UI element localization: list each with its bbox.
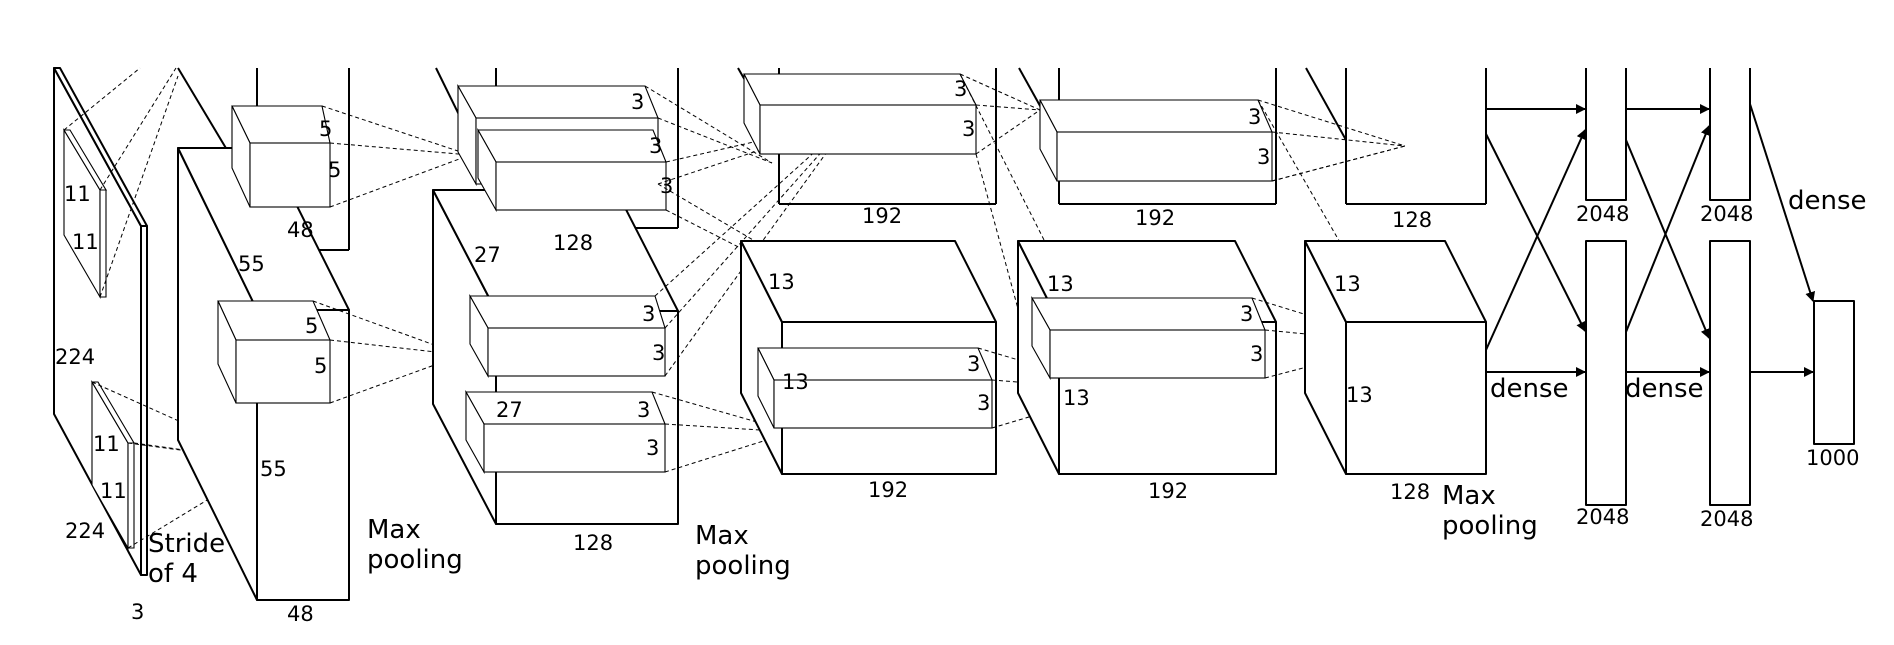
dense-label-1: dense [1490, 374, 1569, 404]
conv1-kernel-top [231, 105, 331, 208]
fc6-bottom [1585, 240, 1627, 506]
conv3-kernel-bottom-h: 3 [967, 352, 980, 376]
fc7-bottom [1709, 240, 1751, 506]
conv1-bottom-depth: 48 [287, 602, 314, 626]
conv5-bottom-depth: 128 [1390, 480, 1430, 504]
conv1-kernel-bottom [217, 300, 331, 404]
input-height-label: 224 [55, 345, 95, 369]
conv2-kernel-4-h: 3 [637, 398, 650, 422]
conv2-bottom-depth: 128 [573, 531, 613, 555]
conv2-kernel-3-w: 3 [652, 341, 665, 365]
conv4-size-w: 13 [1063, 386, 1090, 410]
conv5-size-h: 13 [1334, 272, 1361, 296]
conv4-kernel-top-w: 3 [1257, 145, 1270, 169]
output-units: 1000 [1806, 446, 1859, 470]
input-kernel-top-w: 11 [72, 230, 99, 254]
conv2-kernel-2-w: 3 [660, 174, 673, 198]
fc6-bottom-units: 2048 [1576, 505, 1629, 529]
conv2-kernel-2 [477, 127, 667, 213]
conv4-size-h: 13 [1047, 272, 1074, 296]
input-kernel-bottom-w: 11 [100, 479, 127, 503]
fc6-top [1585, 68, 1627, 201]
conv2-kernel-1-w: 3 [649, 134, 662, 158]
conv1-projection-lines [312, 105, 471, 404]
conv5-top-depth: 128 [1392, 208, 1432, 232]
fc7-bottom-units: 2048 [1700, 507, 1753, 531]
conv2-kernel-3 [469, 293, 666, 379]
conv3-kernel-top [743, 73, 977, 155]
conv2-kernel-4 [465, 389, 666, 475]
input-kernel-top-h: 11 [64, 182, 91, 206]
input-image [53, 67, 148, 576]
conv4-kernel-bottom [1031, 295, 1266, 381]
fc6-top-units: 2048 [1576, 202, 1629, 226]
pooling-label-1: Max pooling [367, 515, 463, 575]
conv3-size-w: 13 [782, 370, 809, 394]
conv3-size-h: 13 [768, 270, 795, 294]
conv1-kernel-bottom-w: 5 [314, 354, 327, 378]
conv2-top-depth: 128 [553, 231, 593, 255]
conv5-block-bottom [1304, 240, 1487, 475]
conv5-block-top [1305, 67, 1487, 205]
input-width-label: 224 [65, 519, 105, 543]
conv5-size-w: 13 [1346, 383, 1373, 407]
conv4-kernel-bottom-w: 3 [1250, 342, 1263, 366]
conv3-kernel-bottom-w: 3 [977, 391, 990, 415]
dense-arrows [1485, 103, 1816, 377]
conv4-bottom-depth: 192 [1148, 479, 1188, 503]
stride-label: Stride of 4 [148, 529, 233, 589]
conv1-height: 55 [238, 252, 265, 276]
conv1-kernel-top-w: 5 [328, 158, 341, 182]
pooling-label-2: Max pooling [695, 521, 791, 581]
conv4-kernel-top-h: 3 [1248, 105, 1261, 129]
input-kernel-bottom-h: 11 [93, 432, 120, 456]
conv2-kernel-4-w: 3 [646, 436, 659, 460]
fc8-output [1813, 300, 1855, 445]
conv3-kernel-top-h: 3 [954, 77, 967, 101]
conv3-kernel-bottom [757, 347, 993, 429]
fc7-top-units: 2048 [1700, 202, 1753, 226]
conv2-size-h: 27 [474, 243, 501, 267]
conv3-bottom-depth: 192 [868, 478, 908, 502]
conv3-top-depth: 192 [862, 204, 902, 228]
conv4-kernel-bottom-h: 3 [1240, 302, 1253, 326]
conv2-kernel-3-h: 3 [642, 302, 655, 326]
conv2-size-w: 27 [496, 398, 523, 422]
conv4-top-depth: 192 [1135, 206, 1175, 230]
conv1-width: 55 [260, 457, 287, 481]
input-depth-label: 3 [131, 600, 144, 624]
pooling-label-3: Max pooling [1442, 481, 1538, 541]
conv1-top-depth: 48 [287, 218, 314, 242]
conv4-kernel-top [1039, 99, 1273, 182]
conv3-kernel-top-w: 3 [962, 117, 975, 141]
conv1-kernel-bottom-h: 5 [305, 314, 318, 338]
dense-label-3: dense [1788, 186, 1867, 216]
dense-label-2: dense [1625, 374, 1704, 404]
conv1-kernel-top-h: 5 [319, 117, 332, 141]
conv2-kernel-1-h: 3 [631, 90, 644, 114]
fc7-top [1709, 68, 1751, 201]
